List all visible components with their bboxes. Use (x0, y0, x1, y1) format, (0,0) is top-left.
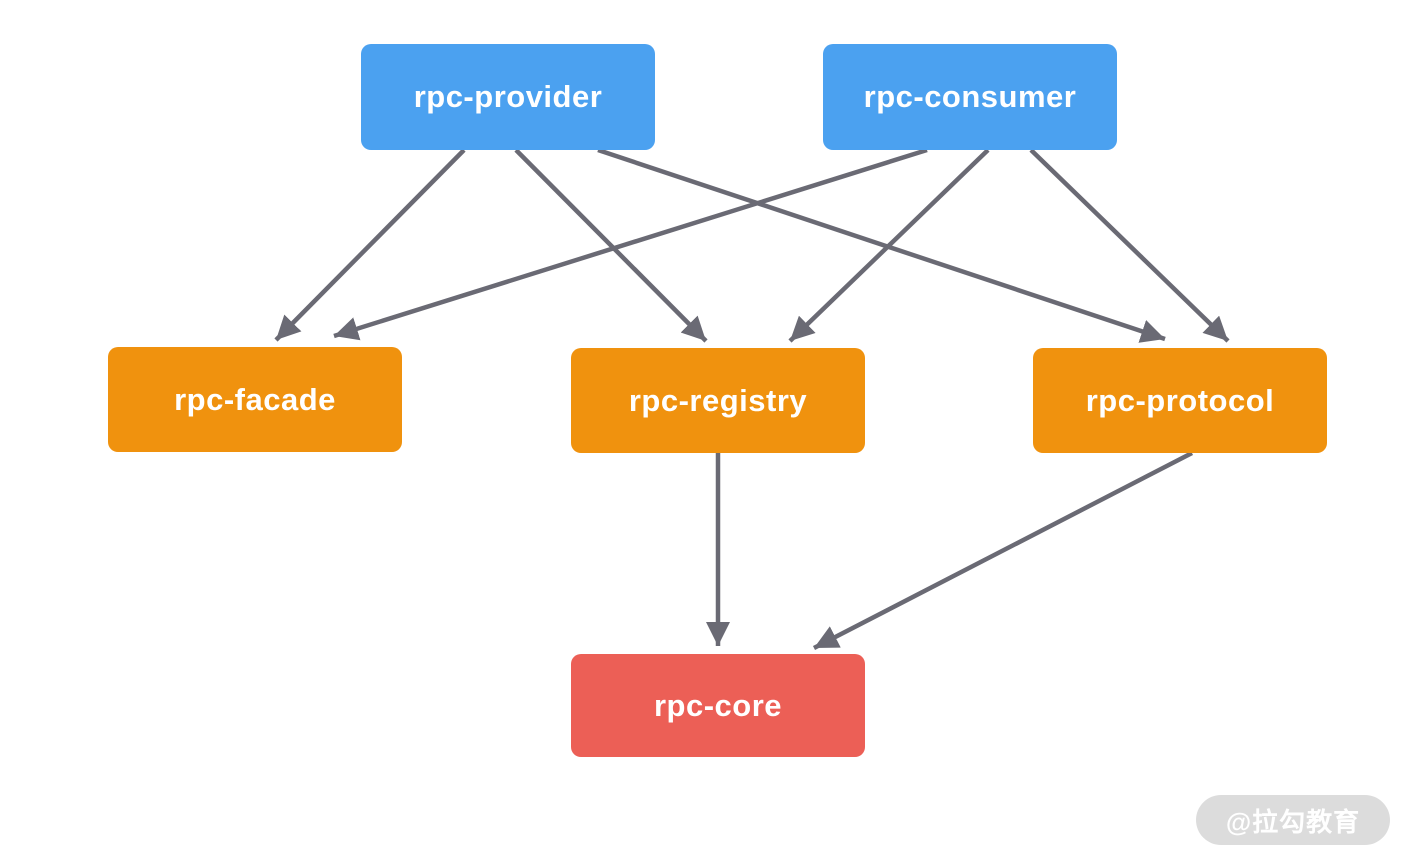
node-rpc-core: rpc-core (571, 654, 865, 757)
node-rpc-facade: rpc-facade (108, 347, 402, 452)
edge-rpc-protocol-to-rpc-core (812, 451, 1194, 650)
watermark-badge: @拉勾教育 (1196, 795, 1390, 845)
edge-rpc-provider-to-rpc-protocol (597, 147, 1166, 343)
edge-rpc-provider-to-rpc-facade (274, 148, 466, 342)
edge-rpc-consumer-to-rpc-registry (788, 148, 990, 343)
edge-rpc-provider-to-rpc-registry (514, 148, 708, 343)
edge-rpc-consumer-to-rpc-protocol (1029, 148, 1230, 343)
node-rpc-provider: rpc-provider (361, 44, 655, 150)
edge-rpc-consumer-to-rpc-facade (333, 147, 928, 341)
node-rpc-registry: rpc-registry (571, 348, 865, 453)
node-rpc-consumer: rpc-consumer (823, 44, 1117, 150)
node-rpc-protocol: rpc-protocol (1033, 348, 1327, 453)
